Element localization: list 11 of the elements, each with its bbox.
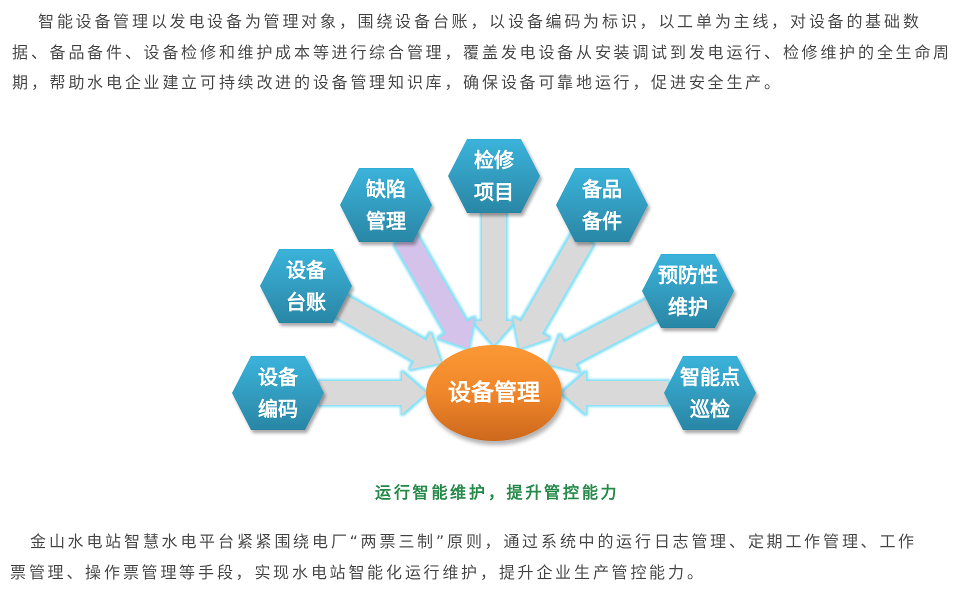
hexagon-box: 设备台账 xyxy=(260,249,352,323)
paragraph: 金山水电站智慧水电平台紧紧围绕电厂“两票三制”原则，通过系统中的运行日志管理、定期工作管理、工作票管理、操作票管理等手段，实现水电站智能化运行维护，提升企业生产管控能力。 xyxy=(10,530,918,584)
hexagon-box: 设备编码 xyxy=(232,356,324,430)
hexagon-box: 缺陷管理 xyxy=(340,168,432,242)
ellipse-box: 设备管理 xyxy=(426,345,562,441)
paragraph: 智能设备管理以发电设备为管理对象，围绕设备台账，以设备编码为标识，以工单为主线，对设备的基础数据、备品备件、设备检修和维护成本等进行综合管理，覆盖发电设备从安装调试到发电运行、检修维护的全生命周期，帮助水电企业建立可持续改进的设备管理知识库，确保设备可靠地运行，促进安全生产。 xyxy=(12,11,953,94)
hexagon-box: 智能点巡检 xyxy=(664,356,756,430)
hexagon-box: 预防性维护 xyxy=(642,254,734,328)
hexagon-box: 检修项目 xyxy=(448,139,540,213)
hexagon-box: 备品备件 xyxy=(556,168,648,242)
caption: 运行智能维护，提升管控能力 xyxy=(375,482,620,504)
